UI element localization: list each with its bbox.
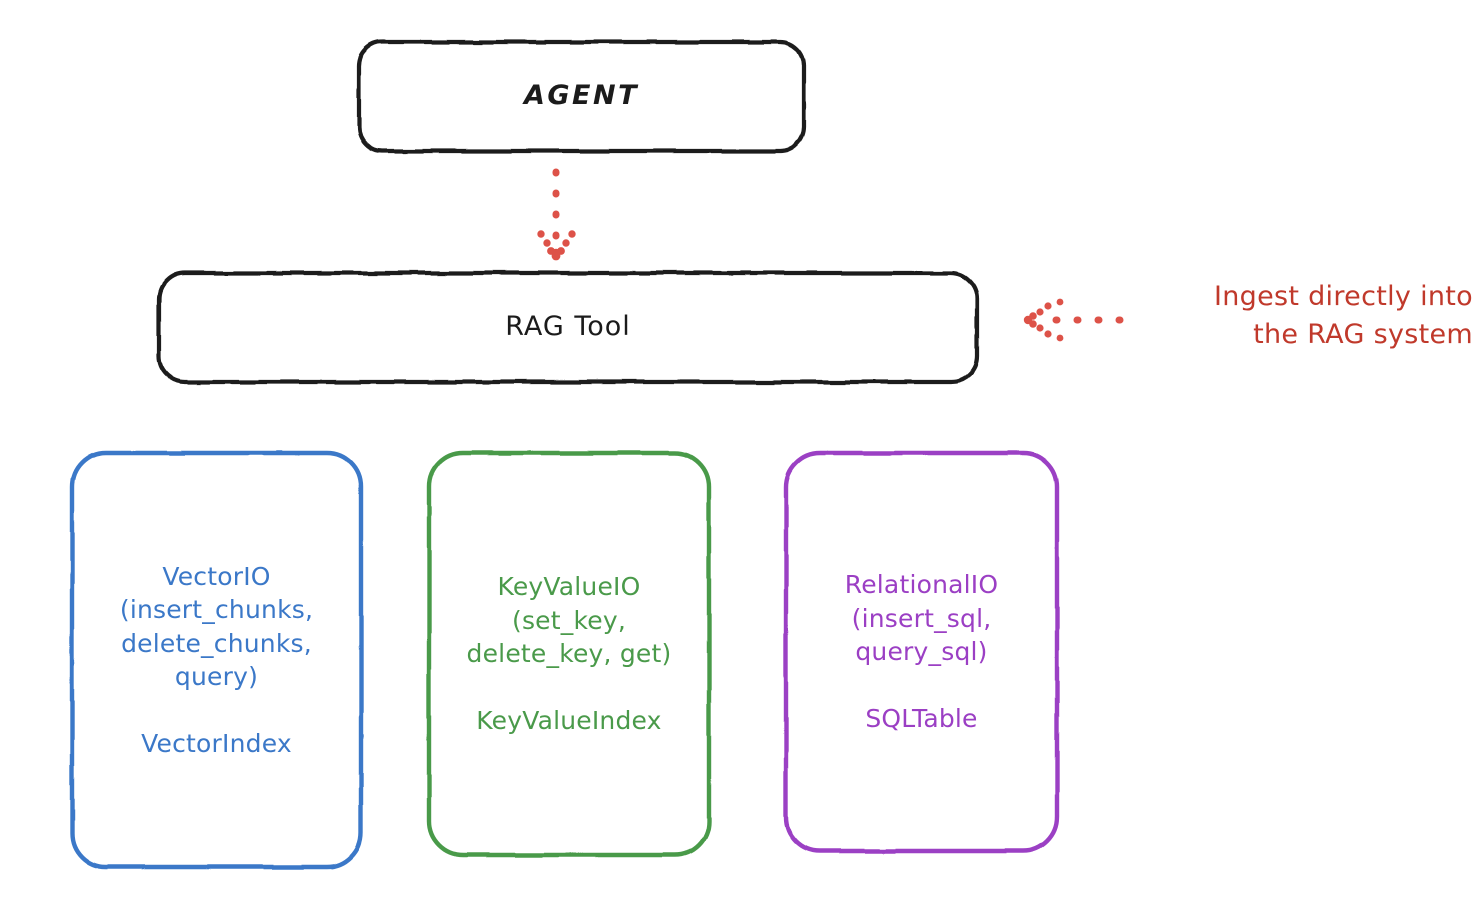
agent-node-label: AGENT bbox=[523, 80, 639, 112]
relational-io-node[interactable]: RelationalIO (insert_sql, query_sql) SQL… bbox=[784, 451, 1059, 853]
vector-io-node[interactable]: VectorIO (insert_chunks, delete_chunks, … bbox=[70, 451, 363, 869]
rag-tool-node[interactable]: RAG Tool bbox=[157, 271, 979, 384]
ingest-annotation-text: Ingest directly into the RAG system bbox=[1213, 281, 1473, 351]
key-value-io-node-label: KeyValueIO (set_key, delete_key, get) Ke… bbox=[466, 572, 672, 736]
relational-io-node-label: RelationalIO (insert_sql, query_sql) SQL… bbox=[844, 570, 999, 734]
agent-node[interactable]: AGENT bbox=[357, 40, 806, 153]
ingest-to-rag-tool-arrow bbox=[1023, 298, 1132, 342]
key-value-io-node[interactable]: KeyValueIO (set_key, delete_key, get) Ke… bbox=[427, 451, 711, 857]
vector-io-node-label: VectorIO (insert_chunks, delete_chunks, … bbox=[119, 561, 314, 759]
agent-to-rag-tool-arrow bbox=[537, 168, 576, 261]
rag-tool-node-label: RAG Tool bbox=[505, 311, 631, 343]
